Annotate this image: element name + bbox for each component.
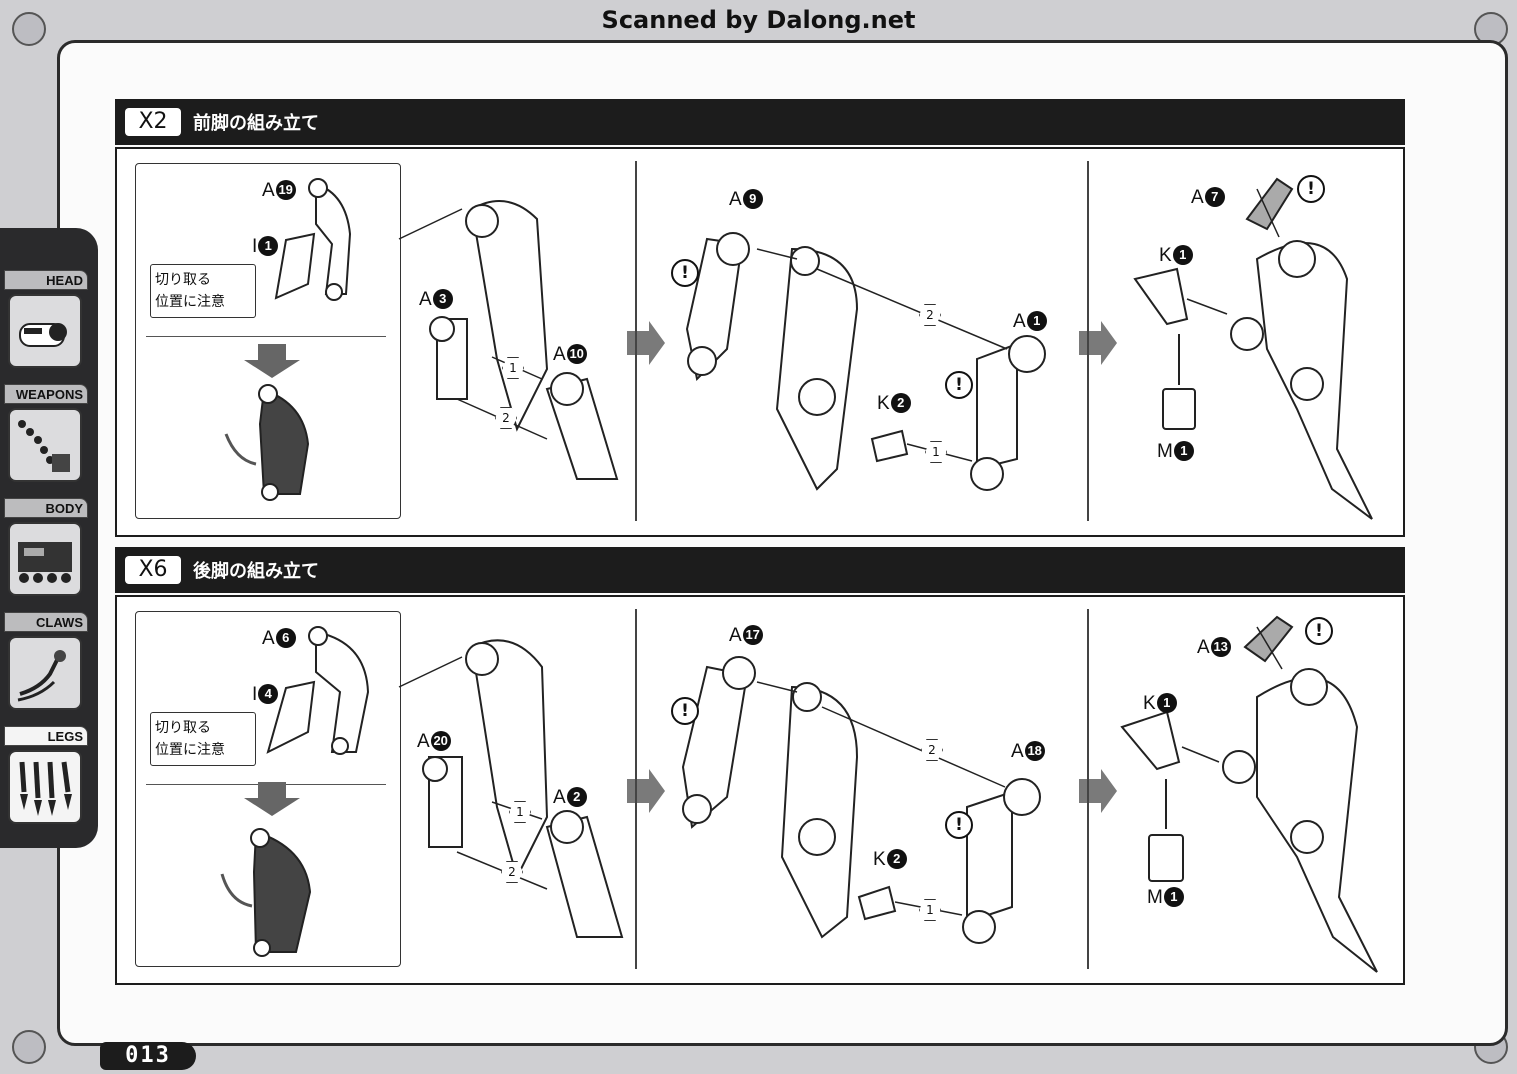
tab-label: LEGS — [4, 726, 88, 746]
body-icon — [8, 522, 82, 596]
tab-label: WEAPONS — [4, 384, 88, 404]
warning-icon: ! — [945, 371, 973, 399]
tab-body[interactable]: BODY — [4, 498, 90, 600]
step-number: 1 — [925, 441, 947, 463]
tab-legs[interactable]: LEGS — [4, 726, 90, 828]
tab-head[interactable]: HEAD — [4, 270, 90, 372]
tab-claws[interactable]: CLAWS — [4, 612, 90, 714]
caution-note: 切り取る 位置に注意 — [150, 264, 256, 318]
tab-label: CLAWS — [4, 612, 88, 632]
warning-icon: ! — [671, 697, 699, 725]
section-title: 後脚の組み立て — [193, 561, 319, 582]
warning-icon: ! — [671, 259, 699, 287]
tab-label: HEAD — [4, 270, 88, 290]
step-divider — [635, 161, 637, 521]
divider — [146, 336, 386, 337]
step-number: 2 — [919, 304, 941, 326]
part-drawing-icon — [220, 626, 370, 957]
assembly-drawing-icon — [398, 615, 1378, 973]
part-drawing-icon — [224, 178, 352, 501]
caution-line: 切り取る — [155, 720, 211, 736]
step-number: 1 — [509, 801, 531, 823]
step-number: 2 — [501, 861, 523, 883]
tab-weapons[interactable]: WEAPONS — [4, 384, 90, 486]
corner-bolt-icon — [12, 1030, 46, 1064]
caution-line: 切り取る — [155, 272, 211, 288]
caution-note: 切り取る 位置に注意 — [150, 712, 256, 766]
head-icon — [8, 294, 82, 368]
step-divider — [1087, 161, 1089, 521]
warning-icon: ! — [945, 811, 973, 839]
legs-icon — [8, 750, 82, 824]
section-title: 前脚の組み立て — [193, 113, 319, 134]
step-number: 2 — [921, 739, 943, 761]
caution-line: 位置に注意 — [155, 742, 225, 758]
multiplier-badge: X6 — [125, 556, 181, 584]
weapons-icon — [8, 408, 82, 482]
section-header-front-legs: X2 前脚の組み立て — [115, 99, 1405, 145]
warning-icon: ! — [1297, 175, 1325, 203]
step-number: 2 — [495, 407, 517, 429]
step-number: 1 — [919, 899, 941, 921]
step-divider — [1087, 609, 1089, 969]
category-sidebar: HEAD WEAPONS BODY CLAWS LEGS — [0, 228, 98, 848]
page-number: 013 — [100, 1042, 196, 1070]
tab-label: BODY — [4, 498, 88, 518]
watermark: Scanned by Dalong.net — [601, 6, 916, 34]
section-header-rear-legs: X6 後脚の組み立て — [115, 547, 1405, 593]
warning-icon: ! — [1305, 617, 1333, 645]
assembly-drawing-icon — [398, 177, 1373, 520]
corner-bolt-icon — [12, 12, 46, 46]
multiplier-badge: X2 — [125, 108, 181, 136]
caution-line: 位置に注意 — [155, 294, 225, 310]
claws-icon — [8, 636, 82, 710]
step-divider — [635, 609, 637, 969]
step-number: 1 — [502, 357, 524, 379]
